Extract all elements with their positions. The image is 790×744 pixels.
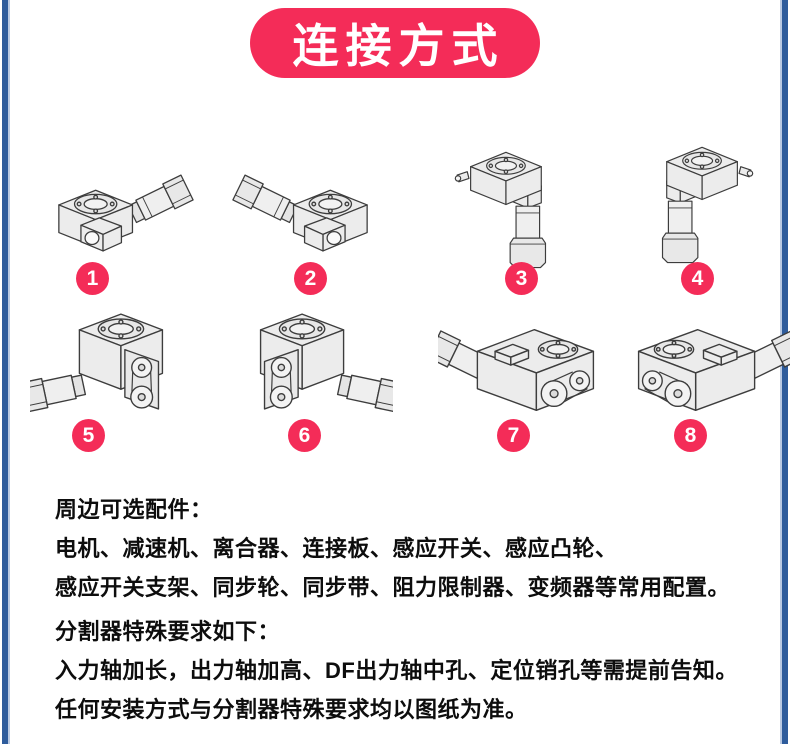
connection-figure-2 <box>218 170 393 262</box>
accessories-heading: 周边可选配件： <box>55 497 213 522</box>
connection-figure-6 <box>225 302 393 426</box>
connection-figure-3 <box>452 133 570 276</box>
indexer-motor-down-right-icon <box>452 133 570 276</box>
indexer-motor-down-left-icon <box>638 128 756 271</box>
connection-figure-7 <box>438 310 620 428</box>
figure-number-badge-7: 7 <box>497 419 530 452</box>
connection-figure-4 <box>638 128 756 271</box>
indexer-belt-left-motor-icon <box>30 302 198 426</box>
indexer-belt-right-motor-icon <box>225 302 393 426</box>
figure-number-badge-2: 2 <box>294 262 327 295</box>
indexer-motor-up-right-icon <box>33 170 208 262</box>
section-title: 连接方式 <box>292 20 505 72</box>
connection-figure-5 <box>30 302 198 426</box>
frame-border-right <box>780 0 788 744</box>
figure-number-badge-8: 8 <box>674 419 707 452</box>
accessories-list-line-1: 电机、减速机、离合器、连接板、感应开关、感应凸轮、 <box>55 536 618 561</box>
figure-number-badge-4: 4 <box>681 262 714 295</box>
special-requirements-line-2: 任何安装方式与分割器特殊要求均以图纸为准。 <box>55 697 528 722</box>
frame-border-left <box>2 0 10 744</box>
gearbox-dual-pulley-right-motor-icon <box>612 310 790 428</box>
connection-figure-8 <box>612 310 790 428</box>
figure-number-badge-1: 1 <box>76 262 109 295</box>
gearbox-dual-pulley-left-motor-icon <box>438 310 620 428</box>
accessories-list-line-2: 感应开关支架、同步轮、同步带、阻力限制器、变频器等常用配置。 <box>55 575 731 600</box>
section-title-banner: 连接方式 <box>250 8 540 78</box>
figure-number-badge-3: 3 <box>505 262 538 295</box>
connection-figure-1 <box>33 170 208 262</box>
special-requirements-line-1: 入力轴加长，出力轴加高、DF出力轴中孔、定位销孔等需提前告知。 <box>55 658 738 683</box>
figure-number-badge-5: 5 <box>72 419 105 452</box>
indexer-motor-up-left-icon <box>218 170 393 262</box>
special-requirements-heading: 分割器特殊要求如下： <box>55 619 281 644</box>
figure-number-badge-6: 6 <box>288 419 321 452</box>
